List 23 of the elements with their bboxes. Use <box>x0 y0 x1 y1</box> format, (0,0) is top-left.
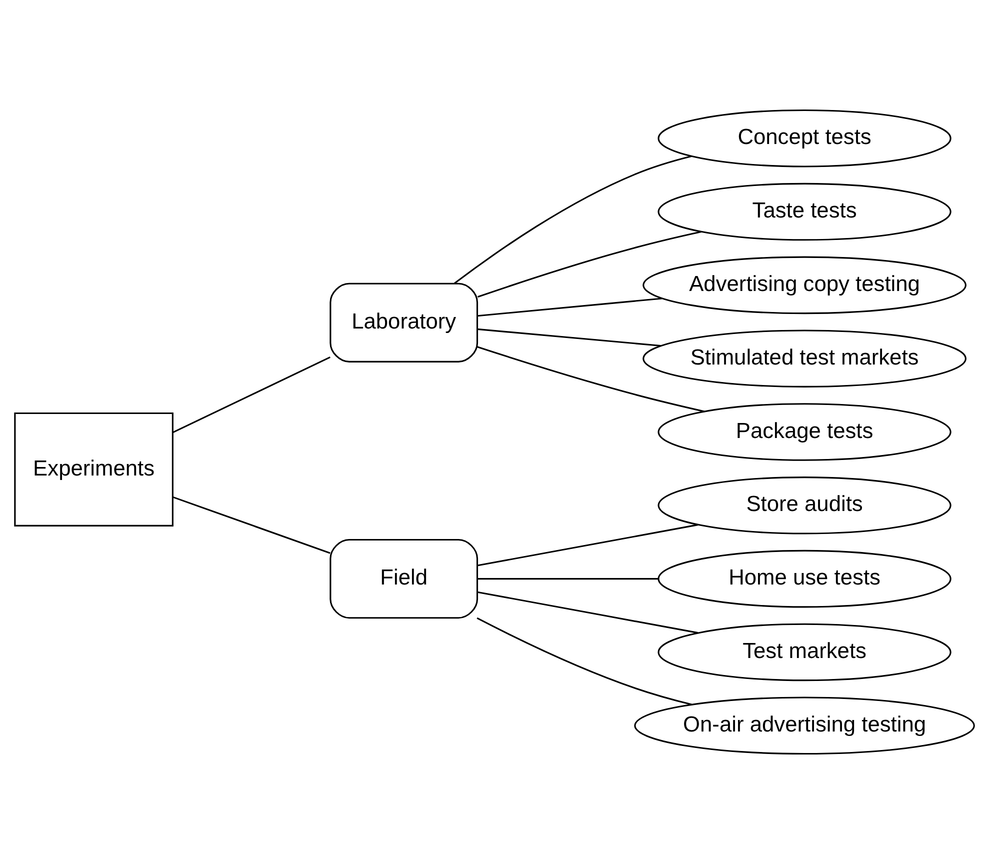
node-ellipse: Test markets <box>658 623 952 682</box>
connector <box>172 356 330 434</box>
connector <box>477 230 702 298</box>
node-ellipse: Store audits <box>658 476 952 534</box>
node-ellipse: Taste tests <box>658 182 952 241</box>
node-ellipse: Concept tests <box>658 109 952 168</box>
connector <box>477 524 698 566</box>
node-ellipse: Advertising copy testing <box>642 256 966 314</box>
node-box: Experiments <box>14 412 174 526</box>
node-box: Field <box>330 539 478 619</box>
connector <box>477 591 698 634</box>
connector <box>477 346 705 412</box>
node-ellipse: Stimulated test markets <box>642 330 966 388</box>
connector <box>477 328 661 347</box>
node-ellipse: On-air advertising testing <box>634 696 975 755</box>
node-ellipse: Package tests <box>658 403 952 461</box>
node-ellipse: Home use tests <box>658 550 952 608</box>
connector <box>454 155 692 284</box>
node-box: Laboratory <box>330 282 478 362</box>
connector <box>476 617 692 706</box>
connector <box>477 298 662 317</box>
connector <box>172 496 330 554</box>
connector <box>477 578 658 580</box>
